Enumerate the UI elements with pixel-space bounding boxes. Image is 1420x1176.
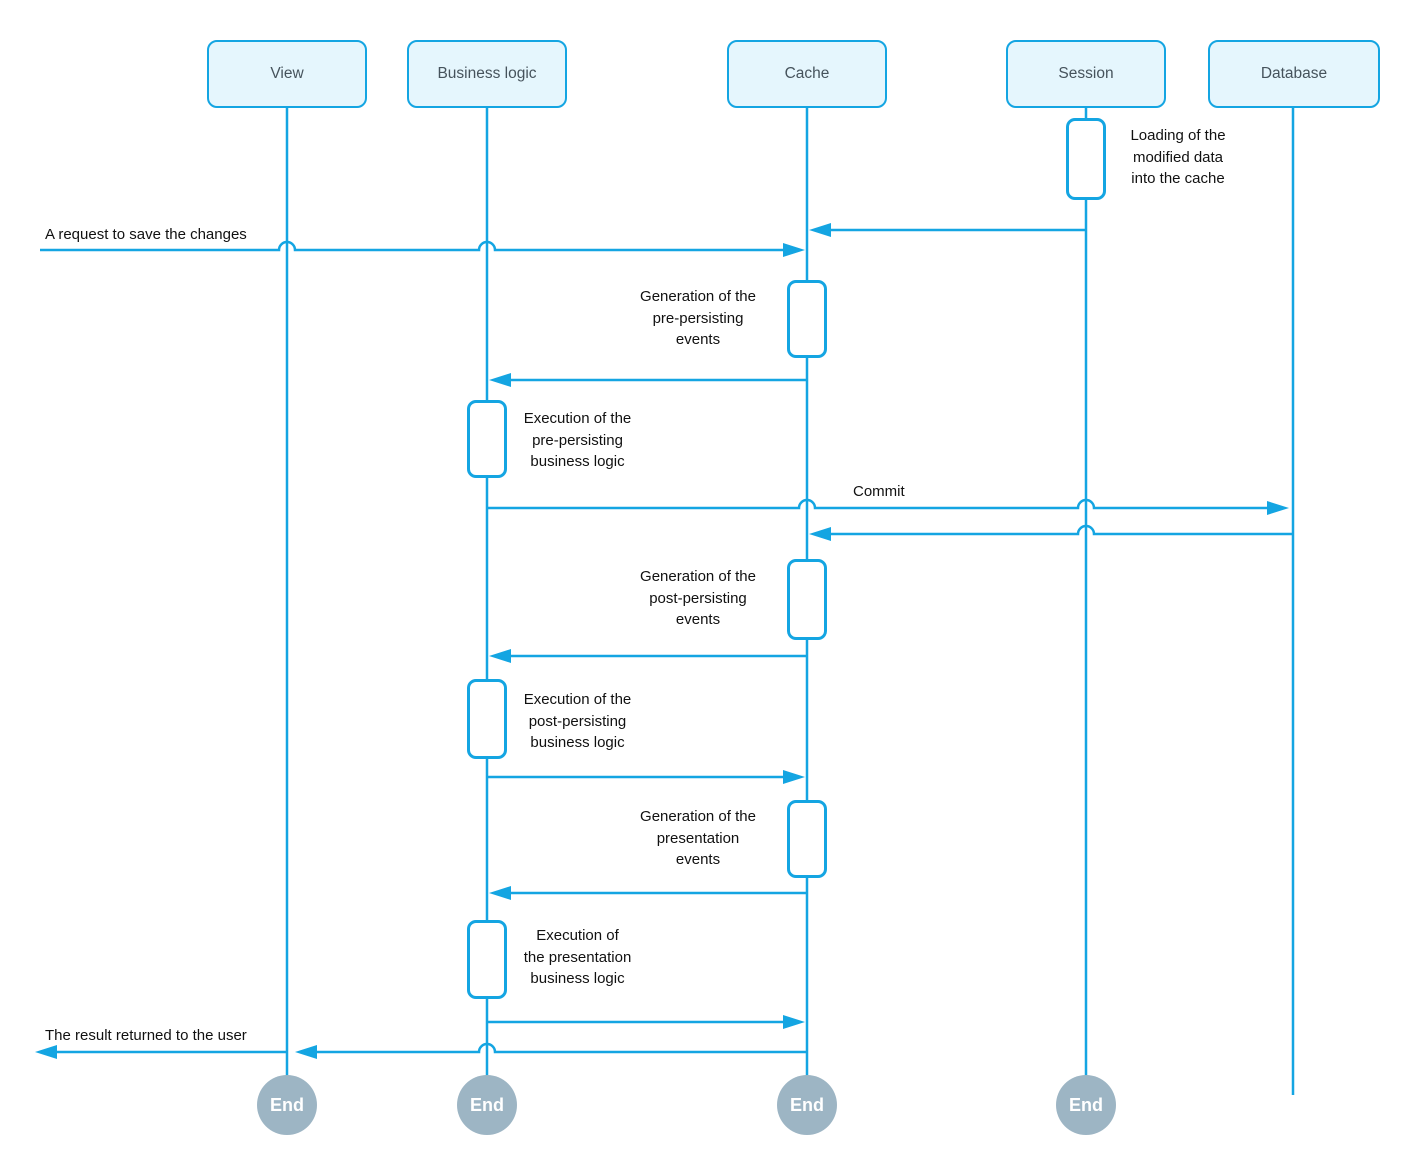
label-commit: Commit	[853, 483, 905, 500]
label-loading-cache-line3: into the cache	[1131, 170, 1225, 187]
arrowhead-bl-to-cache-2	[783, 1015, 805, 1029]
activation-session-loading	[1066, 118, 1106, 200]
arrowhead-commit	[1267, 501, 1289, 515]
lifeline-label-business-logic: Business logic	[437, 65, 537, 82]
lifeline-label-session: Session	[1058, 65, 1114, 82]
label-gen-pres-line3: events	[675, 851, 721, 868]
arrow-commit	[487, 498, 1267, 510]
activation-bl-post-logic	[467, 679, 507, 759]
arrow-result-to-view	[317, 1042, 807, 1054]
activation-cache-post-events	[787, 559, 827, 640]
activation-bl-pre-logic	[467, 400, 507, 478]
label-exec-post-line2: post-persisting	[528, 712, 627, 730]
label-gen-post-line1: Generation of the	[640, 568, 756, 585]
arrowhead-result-to-user	[35, 1045, 57, 1059]
arrowhead-request	[783, 243, 805, 257]
arrowhead-session-to-cache	[809, 223, 831, 237]
label-request: A request to save the changes	[45, 226, 247, 243]
label-loading-cache: Loading of the modified data into the ca…	[1110, 125, 1246, 190]
label-result: The result returned to the user	[45, 1027, 247, 1044]
activation-cache-pre-events	[787, 280, 827, 358]
label-gen-pre-line3: events	[675, 331, 721, 348]
activation-cache-pres-events	[787, 800, 827, 878]
label-exec-pre-line3: business logic	[530, 453, 625, 470]
label-loading-cache-line1: Loading of the	[1130, 127, 1226, 144]
end-node-session-label: End	[1069, 1094, 1103, 1115]
label-gen-pres: Generation of the presentation events	[618, 806, 778, 871]
lifeline-header-cache: Cache	[727, 40, 887, 108]
end-node-business-logic-label: End	[470, 1094, 504, 1115]
label-gen-pre-line1: Generation of the	[640, 288, 756, 305]
lifeline-label-view: View	[270, 65, 304, 82]
label-exec-post-line3: business logic	[530, 734, 625, 751]
lifeline-label-database: Database	[1260, 65, 1328, 82]
end-node-view: End	[257, 1075, 317, 1135]
label-exec-pre: Execution of the pre-persisting business…	[500, 408, 655, 473]
end-node-business-logic: End	[457, 1075, 517, 1135]
label-gen-pres-line2: presentation	[656, 829, 740, 847]
arrowhead-bl-to-cache-1	[783, 770, 805, 784]
label-gen-post-line2: post-persisting	[649, 589, 747, 607]
end-node-cache: End	[777, 1075, 837, 1135]
lifeline-header-view: View	[207, 40, 367, 108]
label-exec-post-line1: Execution of the	[523, 691, 632, 708]
label-gen-post-line3: events	[675, 611, 721, 628]
label-loading-cache-line2: modified data	[1132, 148, 1224, 166]
label-exec-pre-line1: Execution of the	[523, 410, 632, 427]
label-exec-pres-line2: the presentation	[523, 948, 632, 966]
arrowhead-result-to-view	[295, 1045, 317, 1059]
end-node-session: End	[1056, 1075, 1116, 1135]
end-node-view-label: End	[270, 1094, 304, 1115]
lifeline-label-cache: Cache	[784, 65, 830, 82]
arrowhead-pres-events	[489, 886, 511, 900]
lifeline-header-business-logic: Business logic	[407, 40, 567, 108]
arrow-db-to-cache	[831, 524, 1293, 536]
lifeline-header-session: Session	[1006, 40, 1166, 108]
label-exec-pres-line1: Execution of	[536, 927, 619, 944]
lifeline-header-database: Database	[1208, 40, 1380, 108]
arrowhead-pre-events	[489, 373, 511, 387]
label-gen-pres-line1: Generation of the	[640, 808, 756, 825]
label-exec-pres-line3: business logic	[530, 970, 625, 987]
label-exec-post: Execution of the post-persisting busines…	[500, 689, 655, 754]
label-gen-pre: Generation of the pre-persisting events	[618, 286, 778, 351]
arrowhead-post-events	[489, 649, 511, 663]
arrow-request	[40, 240, 783, 252]
label-gen-pre-line2: pre-persisting	[652, 309, 744, 327]
activation-bl-pres-logic	[467, 920, 507, 999]
arrowhead-db-to-cache	[809, 527, 831, 541]
label-exec-pres: Execution of the presentation business l…	[500, 925, 655, 990]
end-node-cache-label: End	[790, 1094, 824, 1115]
label-exec-pre-line2: pre-persisting	[532, 431, 623, 449]
label-gen-post: Generation of the post-persisting events	[618, 566, 778, 631]
